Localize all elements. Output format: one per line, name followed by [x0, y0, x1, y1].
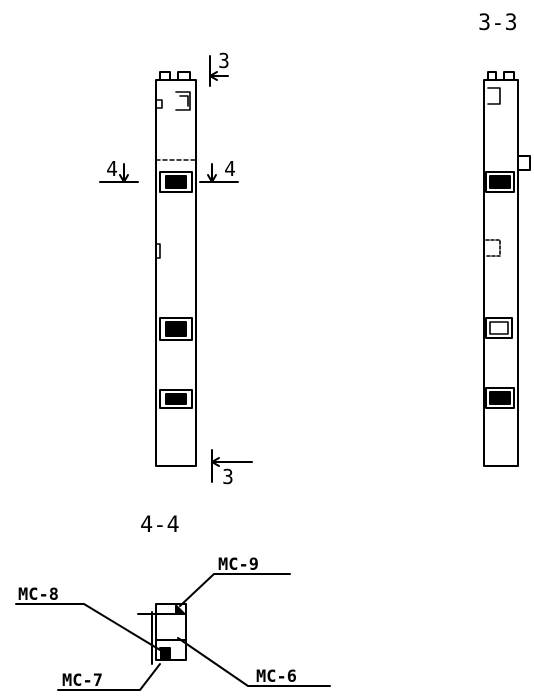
leader-mc8: [15, 603, 161, 651]
leader-mc7: [57, 663, 161, 691]
embedded-part-2: [159, 317, 193, 341]
label-mc6: MC-6: [256, 667, 297, 687]
cut-label-3-bottom: 3: [222, 465, 234, 489]
column-elevation-left: [155, 71, 197, 467]
label-mc8: MC-8: [18, 585, 59, 605]
leader-mc6: [177, 637, 331, 687]
cut-label-4-left: 4: [106, 157, 118, 181]
column-section-3-3: [483, 71, 531, 467]
embedded-part-r1: [485, 171, 515, 193]
label-mc7: MC-7: [62, 671, 103, 691]
cut-label-4-right: 4: [224, 157, 236, 181]
section-cut-3-top: [209, 55, 229, 87]
cut-label-3-top: 3: [218, 49, 230, 73]
leader-mc9: [179, 573, 291, 607]
embedded-part-3: [159, 389, 193, 409]
embedded-part-r2: [485, 317, 513, 339]
label-mc9: MC-9: [218, 555, 259, 575]
section-cut-4-left: [99, 163, 139, 183]
section-cut-3-bottom: [211, 449, 253, 483]
section-label-3-3: 3-3: [478, 11, 518, 36]
embedded-part-1: [159, 171, 193, 193]
section-cut-4-right: [199, 163, 239, 183]
embedded-part-r3: [485, 387, 515, 409]
section-4-4-plan: [137, 603, 187, 665]
section-label-4-4: 4-4: [140, 513, 180, 538]
